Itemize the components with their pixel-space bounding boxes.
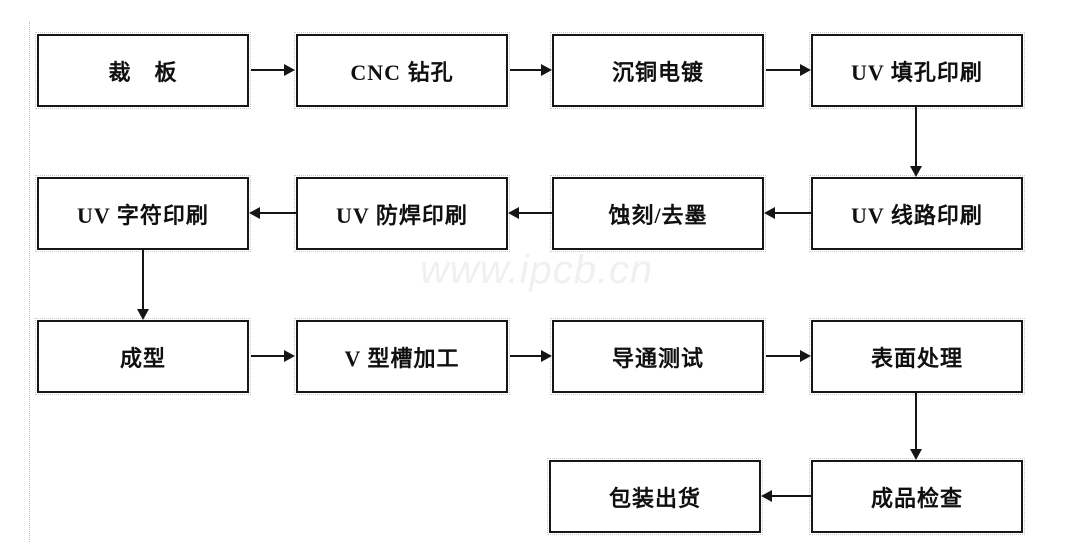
arrow-uv-hole-plug-print-to-uv-circuit-print — [910, 107, 922, 177]
arrow-uv-legend-print-to-forming — [137, 250, 149, 320]
node-final-inspection-label: 成品检查 — [870, 485, 963, 511]
arrow-uv-circuit-print-to-etching-deinking — [764, 207, 811, 219]
arrow-copper-plating-to-uv-hole-plug-print — [766, 64, 811, 76]
arrow-surface-treatment-to-final-inspection — [910, 393, 922, 460]
node-uv-circuit-print-label: UV 线路印刷 — [851, 202, 983, 228]
node-uv-soldermask-print-label: UV 防焊印刷 — [336, 202, 468, 228]
node-continuity-test-label: 导通测试 — [611, 345, 704, 371]
watermark: www.ipcb.cn — [420, 248, 654, 292]
arrow-continuity-test-to-surface-treatment — [766, 350, 811, 362]
node-forming: 成型 — [35, 318, 251, 395]
node-uv-soldermask-print: UV 防焊印刷 — [294, 175, 510, 252]
node-cnc-drilling-label: CNC 钻孔 — [350, 59, 454, 85]
node-packing-shipment: 包装出货 — [547, 458, 763, 535]
node-packing-shipment-label: 包装出货 — [608, 485, 701, 511]
node-uv-hole-plug-print: UV 填孔印刷 — [809, 32, 1025, 109]
node-v-groove-machining-label: V 型槽加工 — [344, 345, 460, 371]
arrow-cutting-to-cnc-drilling — [251, 64, 295, 76]
node-etching-deinking: 蚀刻/去墨 — [550, 175, 766, 252]
arrow-final-inspection-to-packing-shipment — [761, 490, 811, 502]
node-forming-label: 成型 — [119, 345, 166, 371]
node-v-groove-machining: V 型槽加工 — [294, 318, 510, 395]
node-surface-treatment: 表面处理 — [809, 318, 1025, 395]
node-uv-hole-plug-print-label: UV 填孔印刷 — [851, 59, 983, 85]
arrow-etching-deinking-to-uv-soldermask-print — [508, 207, 552, 219]
node-cutting: 裁 板 — [35, 32, 251, 109]
arrow-v-groove-machining-to-continuity-test — [510, 350, 552, 362]
arrow-uv-soldermask-print-to-uv-legend-print — [249, 207, 296, 219]
node-copper-plating-label: 沉铜电镀 — [611, 59, 704, 85]
node-uv-circuit-print: UV 线路印刷 — [809, 175, 1025, 252]
node-uv-legend-print-label: UV 字符印刷 — [77, 202, 209, 228]
node-copper-plating: 沉铜电镀 — [550, 32, 766, 109]
node-continuity-test: 导通测试 — [550, 318, 766, 395]
node-surface-treatment-label: 表面处理 — [870, 345, 963, 371]
node-uv-legend-print: UV 字符印刷 — [35, 175, 251, 252]
arrow-forming-to-v-groove-machining — [251, 350, 295, 362]
node-cutting-label: 裁 板 — [108, 59, 178, 85]
left-dotted-guide-line — [29, 22, 30, 542]
node-final-inspection: 成品检查 — [809, 458, 1025, 535]
node-etching-deinking-label: 蚀刻/去墨 — [608, 202, 708, 228]
node-cnc-drilling: CNC 钻孔 — [294, 32, 510, 109]
arrow-cnc-drilling-to-copper-plating — [510, 64, 552, 76]
